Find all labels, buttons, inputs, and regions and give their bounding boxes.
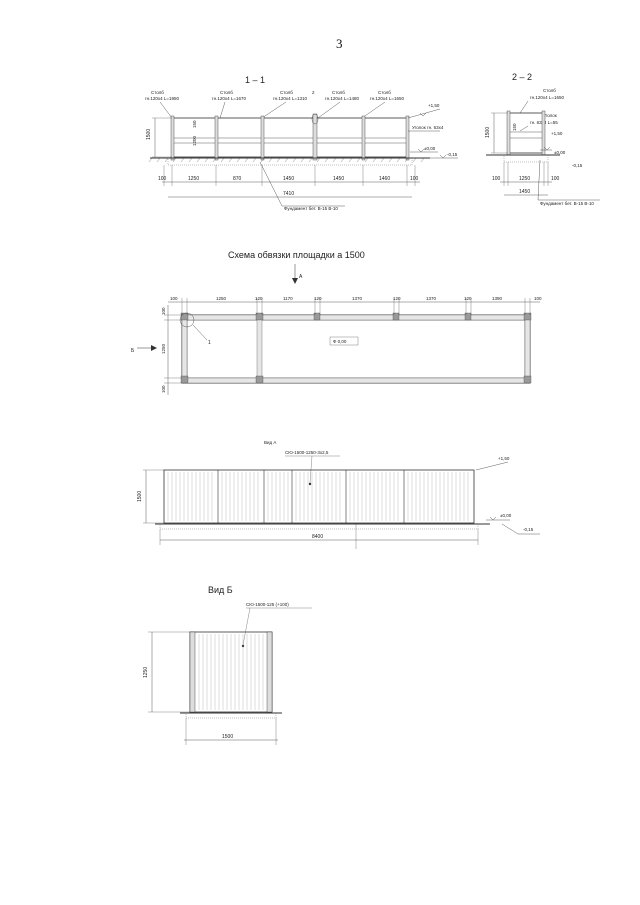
plan-dim-10: 1390 bbox=[492, 296, 503, 301]
s1-inner-height-1: 150 bbox=[192, 120, 197, 128]
post-label-5-l1: Столб bbox=[378, 90, 391, 95]
post-label-1-l1: Столб bbox=[151, 90, 164, 95]
view-a-title: Вид А bbox=[264, 440, 276, 445]
post-label-2-l2: гн.120х4 L=1670 bbox=[212, 96, 247, 101]
post-3 bbox=[260, 115, 265, 161]
plan-dim-8: 1370 bbox=[426, 296, 437, 301]
post-6 bbox=[405, 115, 410, 161]
s2-dim-3: 100 bbox=[551, 176, 560, 182]
svg-text:150: 150 bbox=[512, 123, 517, 131]
view-b: Вид Б СЮ-1500-125 (+100) 1250 1500 bbox=[143, 585, 312, 745]
plan-dim-11: 100 bbox=[534, 296, 542, 301]
post-label-1-l2: гн.120х4 L=1950 bbox=[145, 96, 180, 101]
section-1-title: 1 – 1 bbox=[245, 75, 265, 85]
view-a-elev-top: +1,50 bbox=[498, 456, 510, 461]
post-label-4-l1: Столб bbox=[332, 90, 345, 95]
s2-beam-l1: Уголок bbox=[543, 113, 557, 118]
view-a-fence bbox=[163, 469, 475, 524]
s2-height: 1500 bbox=[485, 127, 491, 138]
s1-elev-top: +1,50 bbox=[428, 103, 440, 108]
callout-2: 2 bbox=[312, 90, 315, 95]
view-a-panels bbox=[217, 470, 405, 523]
page-number: 3 bbox=[336, 36, 343, 51]
s2-elev-zero: ±0,00 bbox=[554, 150, 566, 155]
plan-dim-5: 120 bbox=[314, 296, 322, 301]
plan-dim-6: 1370 bbox=[352, 296, 363, 301]
s1-dim-5: 1450 bbox=[333, 176, 344, 182]
plan-dim-3: 120 bbox=[255, 296, 263, 301]
section-2-title: 2 – 2 bbox=[512, 72, 532, 82]
frame-outline bbox=[171, 117, 409, 158]
section-1-1: 1 – 1 Столб гн.120х4 L=1950 Столб гн.120… bbox=[145, 75, 458, 211]
post-2 bbox=[214, 115, 219, 161]
s1-dim-6: 1460 bbox=[379, 176, 390, 182]
plan-crossbeam bbox=[256, 314, 263, 384]
s1-dim-7: 100 bbox=[410, 176, 419, 182]
plan-dim-1: 100 bbox=[170, 296, 178, 301]
s1-beam-label: Уголок гн. 63х4 bbox=[412, 125, 444, 130]
s2-post-l2: гн.120х4 L=1650 bbox=[530, 95, 565, 100]
plan-left-dim-3: 100 bbox=[161, 385, 166, 393]
s1-dim-3: 870 bbox=[233, 176, 242, 182]
post-label-2-l1: Столб bbox=[220, 90, 233, 95]
plan-center-label: Ф 0,00 bbox=[333, 339, 347, 344]
post-5 bbox=[361, 115, 366, 161]
view-b-width: 1500 bbox=[222, 734, 233, 740]
plan-left-dim-2: 1250 bbox=[161, 343, 166, 354]
s2-total: 1450 bbox=[519, 189, 530, 195]
plan-left-dim-1: 100 bbox=[161, 307, 166, 315]
view-a-elev-bottom: -0,15 bbox=[523, 527, 534, 532]
plan-dim-7: 120 bbox=[393, 296, 401, 301]
s2-dim-1: 100 bbox=[492, 176, 501, 182]
s1-elev-zero: ±0,00 bbox=[424, 146, 436, 151]
s1-dim-2: 1250 bbox=[188, 176, 199, 182]
post-label-5-l2: гн.120х4 L=1650 bbox=[370, 96, 405, 101]
post-4 bbox=[312, 113, 318, 161]
s2-elev-bottom: -0,15 bbox=[572, 163, 583, 168]
plan-view: Схема обвязки площадки а 1500 А Б bbox=[131, 250, 542, 395]
post-label-3-l1: Столб bbox=[280, 90, 293, 95]
view-a-panel-label: СЮ-1500-1250-3х2,5 bbox=[285, 450, 329, 455]
post-label-4-l2: гн.120х4 L=1480 bbox=[325, 96, 360, 101]
plan-dim-4: 1170 bbox=[283, 296, 293, 301]
view-b-title: Вид Б bbox=[208, 585, 233, 595]
s2-dim-2: 1250 bbox=[519, 176, 530, 182]
view-b-height: 1250 bbox=[143, 667, 149, 678]
section-2-2: 2 – 2 Столб гн.120х4 L=1650 Уголок гн. 6… bbox=[485, 72, 600, 206]
plan-outer bbox=[181, 314, 531, 384]
plan-callout-1: 1 bbox=[208, 340, 211, 346]
plan-dim-2: 1250 bbox=[216, 296, 227, 301]
s2-frame bbox=[507, 112, 545, 154]
view-b-panel-label: СЮ-1500-125 (+100) bbox=[246, 602, 289, 607]
s1-inner-height-2: 1200 bbox=[192, 135, 197, 146]
s2-post-l1: Столб bbox=[543, 88, 556, 93]
plan-dim-9: 120 bbox=[464, 296, 472, 301]
view-a: Вид А СЮ-1500-1250-3х2,5 bbox=[137, 440, 540, 549]
post-label-3-l2: гн.120х4 L=1310 bbox=[273, 96, 308, 101]
s2-footing-label: Фундамент бет. В-15 В-10 bbox=[540, 201, 594, 206]
plan-arrow-a: А bbox=[299, 274, 303, 280]
s1-total: 7410 bbox=[283, 191, 294, 197]
s1-dim-4: 1450 bbox=[283, 176, 294, 182]
view-a-height: 1500 bbox=[137, 491, 143, 502]
view-a-total: 8400 bbox=[312, 534, 323, 540]
view-a-elev-zero: ±0,00 bbox=[500, 513, 512, 518]
s1-footing-label: Фундамент бет. В-15 В-10 bbox=[284, 206, 338, 211]
s1-dim-1: 100 bbox=[158, 176, 167, 182]
s1-elev-bottom: -0,15 bbox=[447, 152, 458, 157]
plan-title: Схема обвязки площадки а 1500 bbox=[228, 250, 365, 260]
s2-elev-top: +1,50 bbox=[551, 131, 563, 136]
plan-arrow-b: Б bbox=[131, 348, 135, 354]
post-1 bbox=[170, 115, 175, 161]
s1-height: 1500 bbox=[146, 129, 152, 140]
